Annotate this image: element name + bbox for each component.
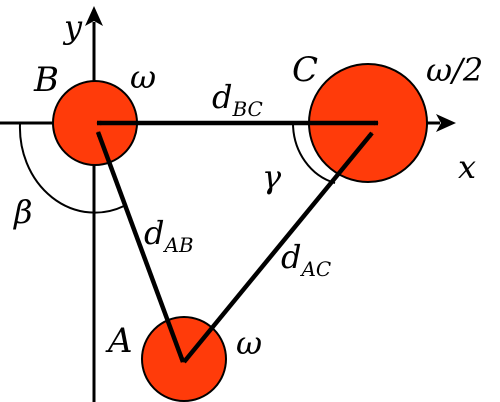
node-label-C: C bbox=[292, 50, 318, 90]
edge-label-BC: dBC bbox=[212, 78, 263, 121]
y-axis-label: y bbox=[62, 8, 83, 46]
edge-label-AC-main: d bbox=[281, 238, 301, 276]
edge-label-AC: dAC bbox=[281, 238, 331, 281]
angle-label-gamma: γ bbox=[262, 158, 282, 196]
edge-label-AB-sub: AB bbox=[162, 233, 193, 257]
x-axis-label: x bbox=[458, 148, 476, 186]
node-freq-C: ω/2 bbox=[426, 51, 483, 89]
x-axis-arrowhead bbox=[436, 114, 456, 132]
edge-label-AB: dAB bbox=[144, 214, 194, 257]
edge-label-BC-sub: BC bbox=[231, 97, 262, 121]
angle-label-beta: β bbox=[13, 193, 33, 231]
edge-label-AC-sub: AC bbox=[299, 257, 331, 281]
node-freq-B: ω bbox=[130, 58, 156, 96]
edge-label-BC-main: d bbox=[212, 78, 232, 116]
y-axis-arrowhead bbox=[85, 6, 103, 26]
edge-AB bbox=[95, 131, 186, 363]
edge-label-AB-main: d bbox=[144, 214, 164, 252]
edge-AC bbox=[182, 131, 374, 364]
node-label-B: B bbox=[33, 60, 59, 100]
node-label-A: A bbox=[105, 321, 133, 361]
node-freq-A: ω bbox=[236, 324, 262, 362]
